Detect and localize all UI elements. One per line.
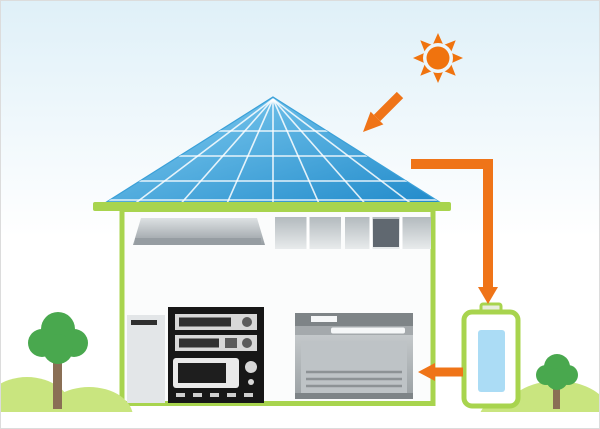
dishwasher-base <box>295 393 413 399</box>
stack-bottom-buttons <box>176 393 253 397</box>
foliage-circle <box>43 334 73 364</box>
bush-left <box>45 387 133 412</box>
panel-grid-line <box>272 98 370 208</box>
microwave-window <box>178 363 226 383</box>
dishwasher-handle <box>331 327 405 334</box>
panel-grid-line <box>128 98 274 208</box>
dishwasher-front-panel <box>301 341 407 393</box>
arrow-head <box>418 363 435 381</box>
stack-screen-top <box>179 317 231 327</box>
microwave-knob <box>245 361 257 373</box>
button-dash <box>193 393 202 397</box>
arrow-shaft <box>373 91 404 122</box>
arrow-head <box>363 111 384 132</box>
panel-grid-line <box>272 98 418 208</box>
dishwasher-vents <box>306 370 402 388</box>
foliage-circle <box>546 368 568 390</box>
tree-trunk <box>553 385 560 409</box>
stack-knob-mid <box>242 338 252 348</box>
storage-battery <box>461 302 521 409</box>
button-dash <box>244 393 253 397</box>
battery-cell <box>478 330 505 392</box>
second-floor <box>133 217 431 249</box>
range-hood-band <box>135 238 261 245</box>
cabinet-handle <box>131 320 157 325</box>
button-dash <box>210 393 219 397</box>
kitchen <box>127 307 413 403</box>
energy-flow-arrows <box>363 91 498 381</box>
dishwasher-display <box>311 316 337 322</box>
window-dark-pane <box>373 219 399 247</box>
arrow-roof-to-battery <box>411 159 498 304</box>
panel-grid-line <box>224 98 274 208</box>
tree-foliage <box>536 354 578 390</box>
tree-trunk <box>53 361 62 409</box>
kitchen-cabinet <box>127 315 165 403</box>
stack-knob-top <box>242 317 252 327</box>
stack-screen-mid <box>179 338 219 348</box>
tree-foliage <box>28 312 88 364</box>
sun-icon <box>413 33 463 83</box>
stack-button <box>225 338 237 348</box>
button-dash <box>227 393 236 397</box>
microwave-button <box>248 379 254 385</box>
panel-grid-line <box>176 98 274 208</box>
tree-left <box>28 312 88 409</box>
tree-right <box>536 354 578 409</box>
button-dash <box>176 393 185 397</box>
arrow-sun-to-roof <box>363 91 404 132</box>
sun-core <box>426 46 450 70</box>
solar-panel-roof <box>93 96 452 211</box>
arrow-head <box>478 287 498 304</box>
arrow-shaft <box>411 159 493 289</box>
arrow-battery-to-appliances <box>418 363 463 381</box>
panel-grid-line <box>272 98 322 208</box>
